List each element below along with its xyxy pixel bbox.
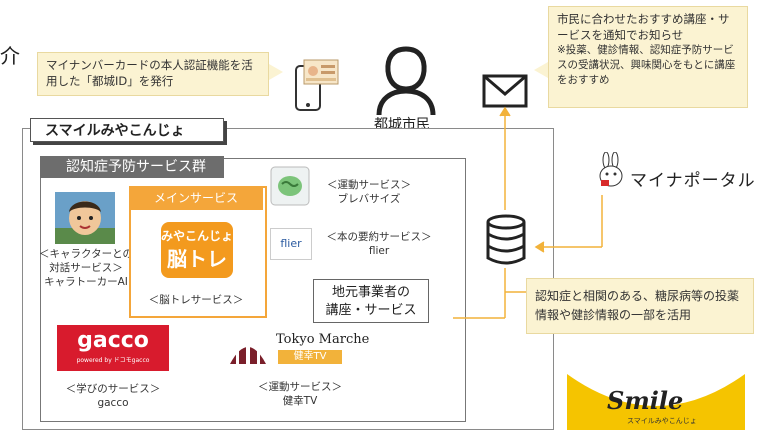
callout-city-id: マイナンバーカードの本人認証機能を活用した「都城ID」を発行 bbox=[37, 52, 269, 96]
character-caption-1: ＜キャラクターとの bbox=[39, 248, 133, 260]
kenko-tv-badge-text: 健幸TV bbox=[293, 351, 327, 362]
main-service-header: メインサービス bbox=[129, 186, 263, 210]
flier-logo-text: flier bbox=[280, 237, 302, 250]
tokyo-marche-icon bbox=[230, 340, 266, 366]
local-line2: 講座・サービス bbox=[325, 303, 417, 318]
callout-data-usage: 認知症と相関のある、糖尿病等の投薬情報や健診情報の一部を活用 bbox=[526, 278, 754, 334]
character-service-caption: ＜キャラクターとの 対話サービス＞ キャラトーカーAI bbox=[38, 247, 134, 289]
book-caption-2: flier bbox=[368, 245, 390, 257]
local-business-box: 地元事業者の 講座・サービス bbox=[313, 279, 429, 323]
smile-logo-sub: スマイルみやこんじょ bbox=[627, 417, 697, 425]
gacco-caption: ＜学びのサービス＞ gacco bbox=[57, 382, 169, 410]
gacco-logo: gacco powered by ドコモgacco bbox=[57, 325, 169, 371]
smile-logo: Smile スマイルみやこんじょ bbox=[563, 368, 749, 430]
smile-miyakonjo-title: スマイルみやこんじょ bbox=[30, 118, 224, 142]
main-service-caption: ＜脳トレサービス＞ bbox=[148, 294, 244, 306]
book-caption-1: ＜本の要約サービス＞ bbox=[326, 231, 432, 243]
gacco-caption-1: ＜学びのサービス＞ bbox=[65, 383, 161, 395]
brain-training-logo: みやこんじょ 脳トレ bbox=[161, 222, 233, 278]
person-icon bbox=[376, 46, 436, 116]
callout-city-id-pointer bbox=[269, 64, 283, 80]
dementia-services-title: 認知症予防サービス群 bbox=[40, 156, 224, 178]
mail-icon bbox=[482, 74, 528, 108]
smartphone-card-icon bbox=[295, 59, 339, 111]
brain-logo-line2: 脳トレ bbox=[167, 247, 227, 271]
cropped-text: 介 bbox=[0, 44, 20, 68]
smile-logo-text: Smile bbox=[607, 386, 684, 415]
local-line1: 地元事業者の bbox=[331, 285, 410, 300]
mynaportal-mascot-icon bbox=[599, 152, 623, 187]
callout-city-id-text: マイナンバーカードの本人認証機能を活用した「都城ID」を発行 bbox=[46, 58, 253, 88]
callout-data-usage-text: 認知症と相関のある、糖尿病等の投薬情報や健診情報の一部を活用 bbox=[535, 289, 740, 322]
exercise-caption-2: ブレバサイズ bbox=[337, 193, 401, 205]
callout-notify-pointer bbox=[534, 62, 548, 78]
brain-app-icon bbox=[270, 166, 310, 206]
callout-notify: 市民に合わせたおすすめ講座・サービスを通知でお知らせ ※投薬、健診情報、認知症予… bbox=[548, 6, 748, 108]
kenko-caption-1: ＜運動サービス＞ bbox=[258, 381, 342, 393]
character-avatar-icon bbox=[55, 192, 115, 244]
character-caption-2: 対話サービス＞ bbox=[49, 262, 123, 274]
flier-logo: flier bbox=[270, 228, 312, 260]
exercise-service-caption: ＜運動サービス＞ ブレバサイズ bbox=[314, 178, 424, 206]
book-service-caption: ＜本の要約サービス＞ flier bbox=[314, 230, 444, 258]
tokyo-marche-logo-text: Tokyo Marche bbox=[276, 332, 370, 347]
character-caption-3: キャラトーカーAI bbox=[44, 276, 128, 288]
kenko-tv-badge: 健幸TV bbox=[278, 350, 342, 364]
callout-notify-title: 市民に合わせたおすすめ講座・サービスを通知でお知らせ bbox=[557, 12, 730, 42]
kenko-tv-caption: ＜運動サービス＞ 健幸TV bbox=[250, 380, 350, 408]
exercise-caption-1: ＜運動サービス＞ bbox=[327, 179, 411, 191]
database-icon bbox=[486, 214, 526, 265]
gacco-logo-text: gacco bbox=[77, 328, 149, 353]
gacco-logo-sub: powered by ドコモgacco bbox=[76, 357, 150, 364]
callout-notify-note: ※投薬、健診情報、認知症予防サービスの受講状況、興味関心をもとに講座をおすすめ bbox=[557, 44, 736, 86]
smile-logo-shape bbox=[567, 374, 745, 430]
brain-logo-line1: みやこんじょ bbox=[161, 229, 234, 243]
gacco-caption-2: gacco bbox=[97, 397, 129, 409]
mynaportal-label: マイナポータル bbox=[630, 171, 756, 191]
kenko-caption-2: 健幸TV bbox=[282, 395, 318, 407]
